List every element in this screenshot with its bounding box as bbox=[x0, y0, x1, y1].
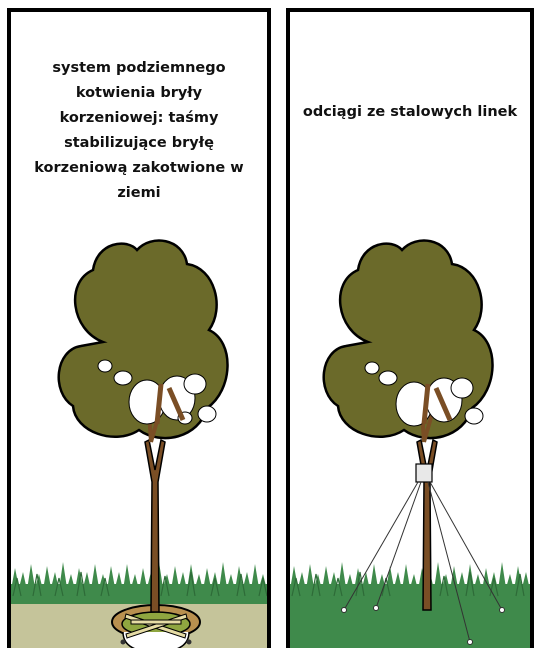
grass-strip bbox=[11, 562, 271, 604]
tree-canopy bbox=[324, 241, 493, 442]
panel-underground-anchoring: system podziemnego kotwienia bryły korze… bbox=[7, 8, 271, 648]
grass-ground bbox=[290, 562, 534, 648]
tree-canopy bbox=[59, 241, 228, 442]
trunk-collar bbox=[416, 464, 432, 482]
underground-anchoring-illustration bbox=[11, 12, 271, 648]
panel-steel-cable-guying: odciągi ze stalowych linek bbox=[286, 8, 534, 648]
steel-cable-guying-illustration bbox=[290, 12, 534, 648]
